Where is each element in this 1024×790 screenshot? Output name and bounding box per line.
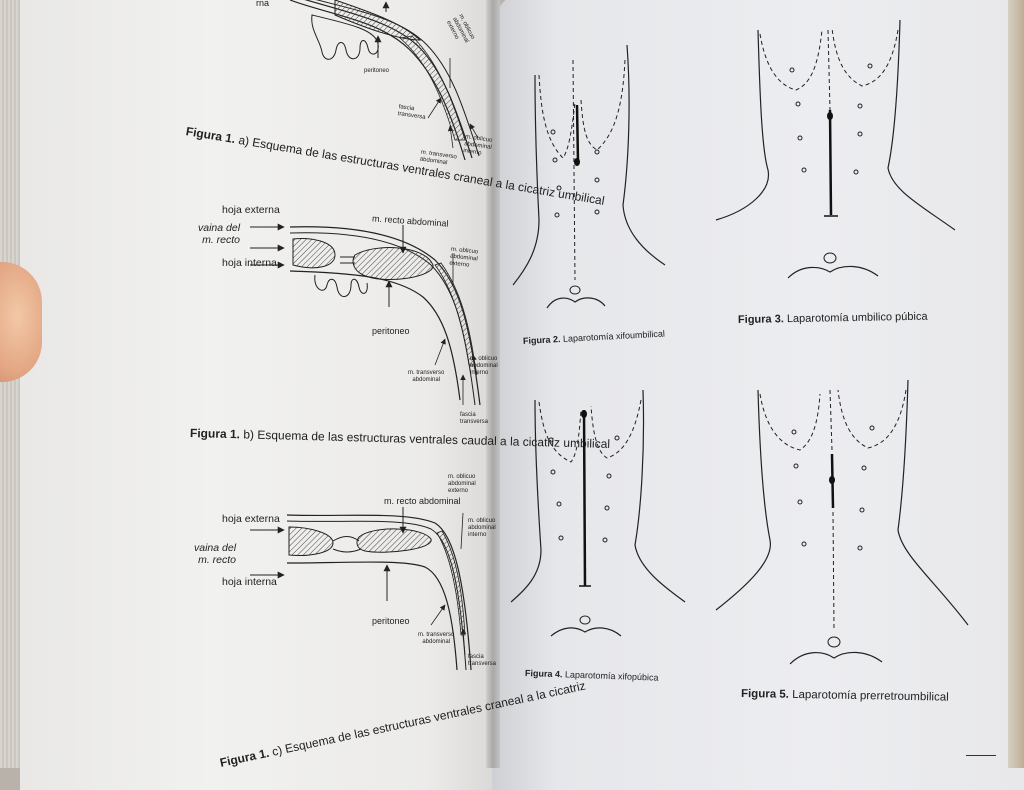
figure-4-diagram xyxy=(510,389,686,637)
figure-1b-diagram xyxy=(289,225,481,406)
fig1b-label-obliquo-interno: m. oblicuo abdominal interno xyxy=(470,356,498,376)
figure-2-caption-label: Figura 2. xyxy=(522,334,561,346)
figure-5-diagram xyxy=(715,379,969,665)
fig1a-label-obliquo-interno: m. oblicuo abdominal interno xyxy=(462,134,493,157)
fig1c-label-obliquo-externo: m. oblicuo abdominal externo xyxy=(448,474,476,494)
figure-1c-diagram xyxy=(286,507,472,671)
fig1c-label-fascia: fascia transversa xyxy=(468,654,497,667)
figure-1b-caption-label: Figura 1. xyxy=(189,426,241,442)
fig1b-label-transverso: m. transverso abdominal xyxy=(408,370,445,383)
fig1a-label-peritoneo: peritoneo xyxy=(364,68,390,74)
fig1b-label-vaina: vaina del m. recto xyxy=(198,222,241,246)
fig1b-label-fascia: fascia transversa xyxy=(460,412,489,425)
figure-3-caption-text: Laparotomía umbilico púbica xyxy=(783,310,928,326)
fig1c-label-peritoneo: peritoneo xyxy=(372,616,410,626)
book-gutter xyxy=(486,0,500,768)
figure-5-caption-label: Figura 5. xyxy=(740,688,790,701)
fig1b-label-hoja-interna: hoja interna xyxy=(222,257,277,269)
fig1b-label-peritoneo: peritoneo xyxy=(372,326,410,336)
fig1a-label-externa: rna xyxy=(256,0,270,8)
fig1c-label-transverso: m. transverso abdominal xyxy=(418,632,455,645)
fig1b-label-obliquo-externo: m. oblicuo abdominal externo xyxy=(449,246,479,269)
fig1c-label-obliquo-interno: m. oblicuo abdominal interno xyxy=(468,518,496,538)
figure-2-diagram xyxy=(512,44,666,309)
figure-1a-diagram xyxy=(289,0,480,161)
page-footer-rule xyxy=(966,755,996,756)
left-page xyxy=(20,0,498,790)
thumb xyxy=(0,262,42,382)
fig1c-label-vaina: vaina del m. recto xyxy=(194,542,237,566)
figure-1c-side-arrows xyxy=(250,526,285,579)
figure-4-caption-label: Figura 4. xyxy=(524,668,563,680)
fig1c-label-hoja-externa: hoja externa xyxy=(222,513,280,525)
right-page-edge xyxy=(1008,0,1024,768)
figure-3-caption-label: Figura 3. xyxy=(737,313,784,326)
book-page-edges xyxy=(0,0,22,768)
figure-3-diagram xyxy=(715,19,956,279)
fig1b-label-hoja-externa: hoja externa xyxy=(222,204,280,216)
fig1c-label-recto: m. recto abdominal xyxy=(384,496,461,506)
fig1c-label-hoja-interna: hoja interna xyxy=(222,576,277,588)
figure-1b-side-arrows xyxy=(250,223,285,269)
